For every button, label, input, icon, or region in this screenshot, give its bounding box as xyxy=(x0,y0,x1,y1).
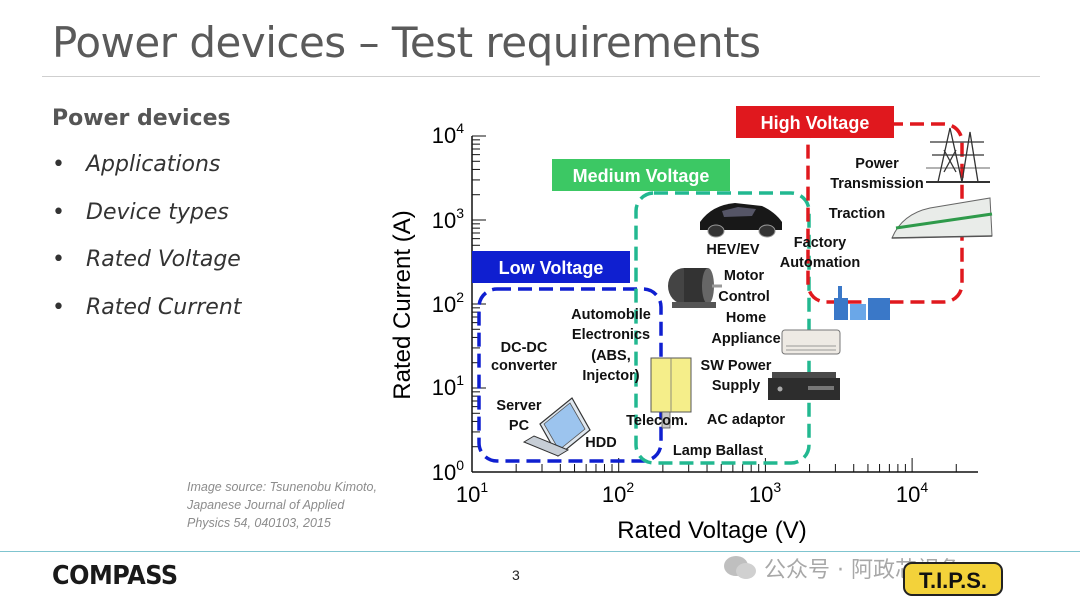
tips-logo-text: T.I.P.S. xyxy=(919,568,987,593)
app-label: PC xyxy=(509,418,530,434)
factory-icon xyxy=(834,286,890,320)
bullet-text: Device types xyxy=(86,199,229,225)
app-label: Automobile xyxy=(571,307,651,323)
y-tick-label: 102 xyxy=(432,289,464,317)
app-label: Supply xyxy=(712,378,760,394)
x-axis-title: Rated Voltage (V) xyxy=(617,517,806,544)
app-label: Appliance xyxy=(711,331,780,347)
y-tick-label: 100 xyxy=(432,457,464,485)
y-tick-label: 103 xyxy=(432,205,464,233)
bullet-text: Rated Current xyxy=(86,294,242,320)
app-label: Home xyxy=(726,310,766,326)
x-tick-label: 103 xyxy=(749,479,781,507)
app-label: Telecom. xyxy=(626,413,688,429)
tips-logo: T.I.P.S. xyxy=(902,559,1004,599)
high-voltage-label: High Voltage xyxy=(761,113,870,133)
section-heading: Power devices xyxy=(52,106,231,131)
source-line: Image source: Tsunenobu Kimoto, xyxy=(187,480,377,494)
bullet-dot: • xyxy=(52,294,65,320)
y-tick-label: 101 xyxy=(432,372,464,400)
app-label: SW Power xyxy=(701,358,772,374)
app-label: Lamp Ballast xyxy=(673,443,763,459)
source-line: Japanese Journal of Applied xyxy=(187,498,345,512)
app-label: Server xyxy=(496,398,542,414)
app-label: Motor xyxy=(724,268,765,284)
app-label: Traction xyxy=(829,206,885,222)
bullet-dot: • xyxy=(52,199,65,225)
bullet-item: • Rated Voltage xyxy=(52,247,241,295)
bullet-list: • Applications • Device types • Rated Volta… xyxy=(52,152,241,342)
bullet-text: Applications xyxy=(86,152,221,177)
bullet-text: Rated Voltage xyxy=(86,247,241,272)
transmission-tower-icon xyxy=(926,127,990,183)
app-label: HDD xyxy=(585,435,616,451)
telecom-cabinet-icon xyxy=(650,357,692,429)
bullet-dot: • xyxy=(52,152,65,177)
motor-icon xyxy=(668,268,722,308)
title-divider xyxy=(42,76,1040,77)
power-supply-icon xyxy=(768,372,840,400)
app-label: (ABS, xyxy=(591,348,630,364)
app-label: Control xyxy=(718,289,770,305)
medium-voltage-region xyxy=(634,191,811,465)
train-icon xyxy=(891,197,993,239)
y-tick-label: 104 xyxy=(432,120,464,148)
power-device-diagram: 104 103 102 101 100 101 102 103 104 Rate… xyxy=(389,106,993,544)
compass-logo: COMPASS xyxy=(52,561,178,591)
high-voltage-tag xyxy=(736,106,894,138)
car-icon xyxy=(700,203,782,238)
app-label: DC-DC xyxy=(501,340,548,356)
bullet-item: • Device types xyxy=(52,200,241,248)
bullet-dot: • xyxy=(52,247,65,272)
low-voltage-tag xyxy=(472,251,630,283)
slide-title: Power devices – Test requirements xyxy=(52,18,761,67)
page-number: 3 xyxy=(512,567,520,583)
x-tick-label: 104 xyxy=(896,479,928,507)
app-label: converter xyxy=(491,358,557,374)
source-line: Physics 54, 040103, 2015 xyxy=(187,516,331,530)
app-label: Electronics xyxy=(572,327,650,343)
app-label: Power xyxy=(855,156,899,172)
y-axis-title: Rated Current (A) xyxy=(389,210,416,399)
app-label: HEV/EV xyxy=(706,242,760,258)
app-label: Injector) xyxy=(582,368,639,384)
app-label: Automation xyxy=(780,255,861,271)
low-voltage-label: Low Voltage xyxy=(499,258,604,278)
bullet-item: • Rated Current xyxy=(52,295,241,343)
app-label: Transmission xyxy=(830,176,923,192)
footer-divider xyxy=(0,551,1080,552)
x-tick-label: 101 xyxy=(456,479,488,507)
medium-voltage-label: Medium Voltage xyxy=(573,166,710,186)
app-label: AC adaptor xyxy=(707,412,786,428)
x-tick-label: 102 xyxy=(602,479,634,507)
air-conditioner-icon xyxy=(781,329,841,355)
laptop-icon xyxy=(522,397,591,457)
image-source-caption: Image source: Tsunenobu Kimoto, Japanese… xyxy=(187,478,402,532)
bullet-item: • Applications xyxy=(52,152,241,200)
app-label: Factory xyxy=(794,235,846,251)
wechat-icon xyxy=(722,554,758,588)
medium-voltage-tag xyxy=(552,159,730,191)
